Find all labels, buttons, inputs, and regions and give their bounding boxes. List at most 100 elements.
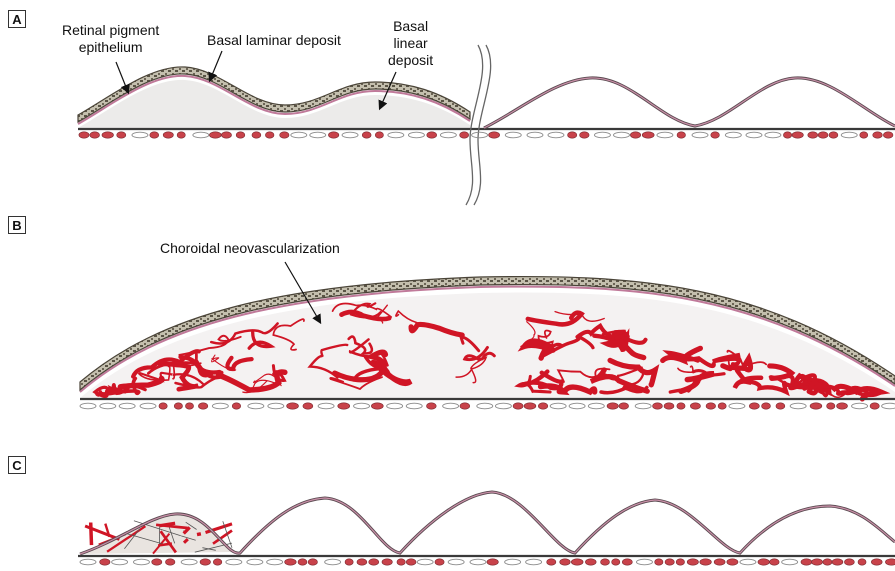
choroid-capillary xyxy=(443,403,459,409)
choroid-capillary xyxy=(746,132,762,138)
choroid-capillary xyxy=(440,132,456,138)
choroid-cell xyxy=(345,559,353,565)
choriocapillaris-c xyxy=(80,559,895,565)
choroid-cell xyxy=(758,559,769,565)
basal-laminar-arrow xyxy=(210,51,222,80)
choroid-cell xyxy=(749,403,759,409)
choroid-cell xyxy=(200,559,210,565)
choroid-cell xyxy=(858,559,866,565)
choroid-cell xyxy=(619,403,629,409)
choroid-cell xyxy=(871,559,882,565)
rpe-arrow xyxy=(116,62,128,92)
panel-c-diagram xyxy=(78,492,895,565)
choroid-cell xyxy=(209,132,221,138)
choroid-capillary xyxy=(387,403,403,409)
choroid-cell xyxy=(435,559,444,565)
choroid-cell xyxy=(870,403,879,409)
choroid-capillary xyxy=(248,403,264,409)
choroid-capillary xyxy=(448,559,464,565)
choroid-capillary xyxy=(325,559,341,565)
choroid-capillary xyxy=(692,132,708,138)
choroid-cell xyxy=(213,559,222,565)
choroid-capillary xyxy=(790,403,806,409)
choroid-cell xyxy=(601,559,610,565)
choroid-capillary xyxy=(342,132,358,138)
choroid-cell xyxy=(700,559,712,565)
choroid-capillary xyxy=(841,132,857,138)
choroid-cell xyxy=(369,559,379,565)
choroid-cell xyxy=(100,559,110,565)
choroid-cell xyxy=(79,132,89,138)
choroid-capillary xyxy=(80,403,96,409)
choroid-capillary xyxy=(635,403,651,409)
choroid-cell xyxy=(285,559,297,565)
choroid-cell xyxy=(677,403,685,409)
choroid-capillary xyxy=(226,559,242,565)
choroid-capillary xyxy=(470,559,486,565)
choroid-capillary xyxy=(725,132,741,138)
choroid-cell xyxy=(397,559,405,565)
choroid-capillary xyxy=(636,559,652,565)
choroid-cell xyxy=(727,559,738,565)
choroid-capillary xyxy=(291,132,307,138)
choroid-cell xyxy=(676,559,684,565)
choroid-cell xyxy=(677,132,686,138)
choroid-capillary xyxy=(388,132,404,138)
choroid-capillary xyxy=(354,403,370,409)
choroid-capillary xyxy=(782,559,798,565)
choroid-cell xyxy=(571,559,583,565)
choroid-cell xyxy=(221,132,231,138)
choroid-cell xyxy=(612,559,620,565)
choroid-cell xyxy=(152,559,162,565)
choroid-cell xyxy=(406,559,416,565)
choroid-cell xyxy=(829,132,838,138)
choroid-cell xyxy=(810,403,822,409)
choroid-cell xyxy=(585,559,596,565)
choroid-cell xyxy=(823,559,832,565)
choroid-capillary xyxy=(729,403,745,409)
choroid-capillary xyxy=(505,132,521,138)
choroid-cell xyxy=(303,403,313,409)
choroid-cell xyxy=(560,559,571,565)
choroid-capillary xyxy=(740,559,756,565)
choroid-cell xyxy=(655,559,663,565)
choroid-cell xyxy=(102,132,114,138)
choroid-capillary xyxy=(181,559,197,565)
choroid-cell xyxy=(568,132,577,138)
choroid-cell xyxy=(427,132,437,138)
choroid-cell xyxy=(580,132,590,138)
choroid-cell xyxy=(426,403,436,409)
choroid-cell xyxy=(642,132,654,138)
choroid-cell xyxy=(362,132,371,138)
choroid-cell xyxy=(769,559,779,565)
choroid-cell xyxy=(818,132,828,138)
choroid-cell xyxy=(489,132,500,138)
choroid-capillary xyxy=(119,403,135,409)
choroid-cell xyxy=(837,403,848,409)
choroid-cell xyxy=(706,403,716,409)
choroid-capillary xyxy=(247,559,263,565)
choroid-cell xyxy=(382,559,392,565)
choroid-cell xyxy=(665,559,674,565)
panel-b-diagram xyxy=(80,262,895,409)
choroid-capillary xyxy=(112,559,128,565)
choroid-capillary xyxy=(495,403,511,409)
scar-vessel xyxy=(91,523,92,546)
choroid-cell xyxy=(832,559,843,565)
choroid-capillary xyxy=(569,403,585,409)
choroid-capillary xyxy=(406,403,422,409)
choroid-cell xyxy=(338,403,350,409)
choroid-cell xyxy=(714,559,725,565)
choroid-capillary xyxy=(657,132,673,138)
choriocapillaris-b xyxy=(80,403,895,409)
choroid-cell xyxy=(718,403,726,409)
choroid-cell xyxy=(690,403,700,409)
choroid-cell xyxy=(653,403,663,409)
choroid-cell xyxy=(860,132,868,138)
choroid-cell xyxy=(265,132,274,138)
choroid-cell xyxy=(873,132,883,138)
choroid-capillary xyxy=(100,403,116,409)
choroid-cell xyxy=(460,132,469,138)
choroid-capillary xyxy=(852,403,868,409)
